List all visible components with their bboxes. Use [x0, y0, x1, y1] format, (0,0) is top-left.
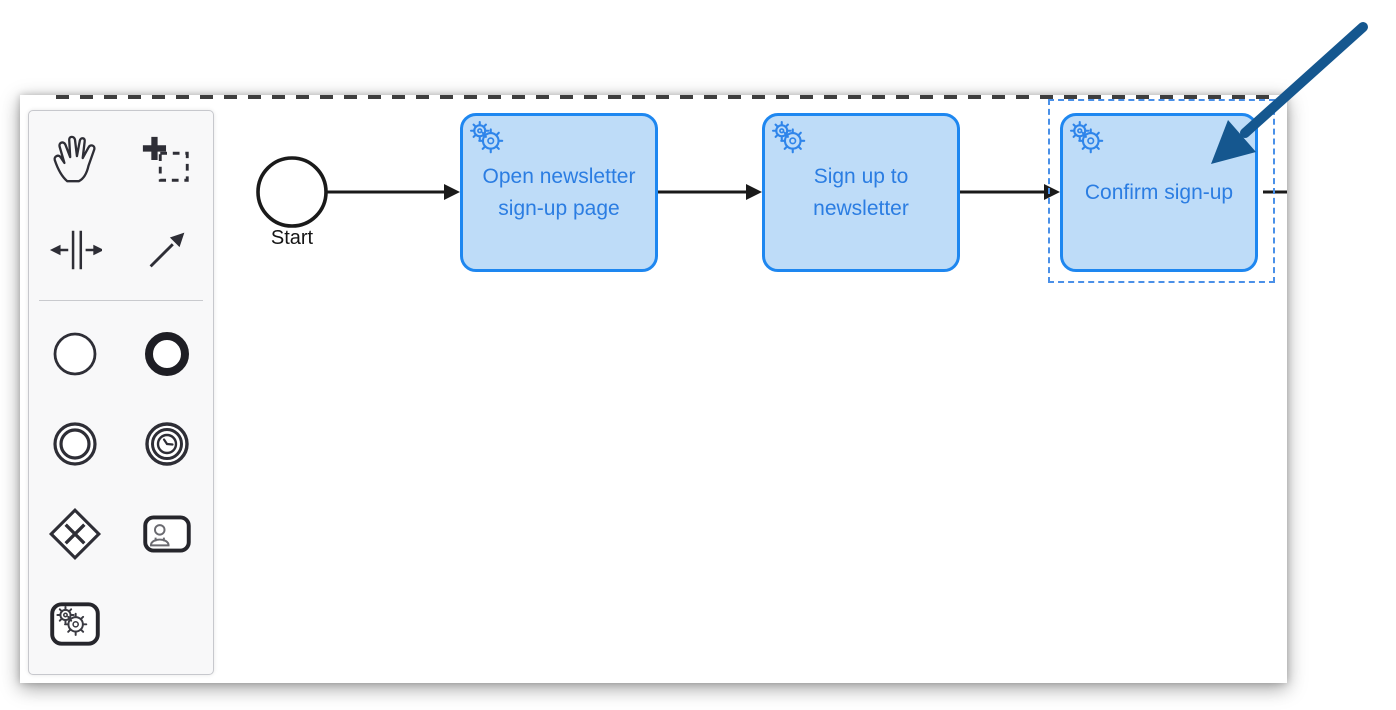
start-event-icon: [53, 332, 97, 376]
sequence-flow[interactable]: [326, 184, 460, 200]
space-tool[interactable]: [29, 205, 121, 295]
start-event-label: Start: [270, 227, 314, 249]
lasso-icon: [142, 136, 189, 182]
hand-tool[interactable]: [29, 115, 121, 205]
create-end-event[interactable]: [121, 309, 213, 399]
create-user-task[interactable]: [121, 489, 213, 579]
create-gateway[interactable]: [29, 489, 121, 579]
service-task-marker-icon: [771, 120, 806, 154]
timer-event-icon: [145, 422, 189, 466]
start-event-shape[interactable]: [256, 156, 328, 228]
task-label: Confirm sign-up: [1084, 180, 1234, 204]
create-intermediate-event[interactable]: [29, 399, 121, 489]
connect-arrow-icon: [149, 232, 185, 268]
user-task-icon: [143, 515, 191, 553]
service-task-icon: [50, 602, 100, 646]
sequence-flow[interactable]: [960, 184, 1060, 200]
hand-icon: [53, 135, 96, 183]
create-service-task[interactable]: [29, 579, 121, 669]
service-task-marker-icon: [1069, 120, 1104, 154]
create-timer-event[interactable]: [121, 399, 213, 489]
crop-marquee-top: [56, 95, 1287, 99]
intermediate-event-icon: [53, 422, 97, 466]
task-label: Sign up to newsletter: [813, 165, 909, 220]
sequence-flow[interactable]: [658, 184, 762, 200]
space-icon: [49, 230, 102, 270]
palette: [28, 110, 214, 675]
palette-separator: [39, 300, 203, 301]
end-event-icon: [145, 332, 189, 376]
task-open-newsletter-page[interactable]: Open newsletter sign-up page: [460, 113, 658, 272]
service-task-marker-icon: [469, 120, 504, 154]
bpmn-canvas[interactable]: Start Open newsletter sign-up page Sign …: [20, 95, 1287, 683]
sequence-flow-layer: [256, 156, 1287, 228]
create-start-event[interactable]: [29, 309, 121, 399]
gateway-icon: [48, 507, 102, 561]
global-connect-tool[interactable]: [121, 205, 213, 295]
task-label: Open newsletter sign-up page: [482, 165, 636, 220]
task-confirm-sign-up[interactable]: Confirm sign-up: [1060, 113, 1258, 272]
task-sign-up-newsletter[interactable]: Sign up to newsletter: [762, 113, 960, 272]
lasso-tool[interactable]: [121, 115, 213, 205]
